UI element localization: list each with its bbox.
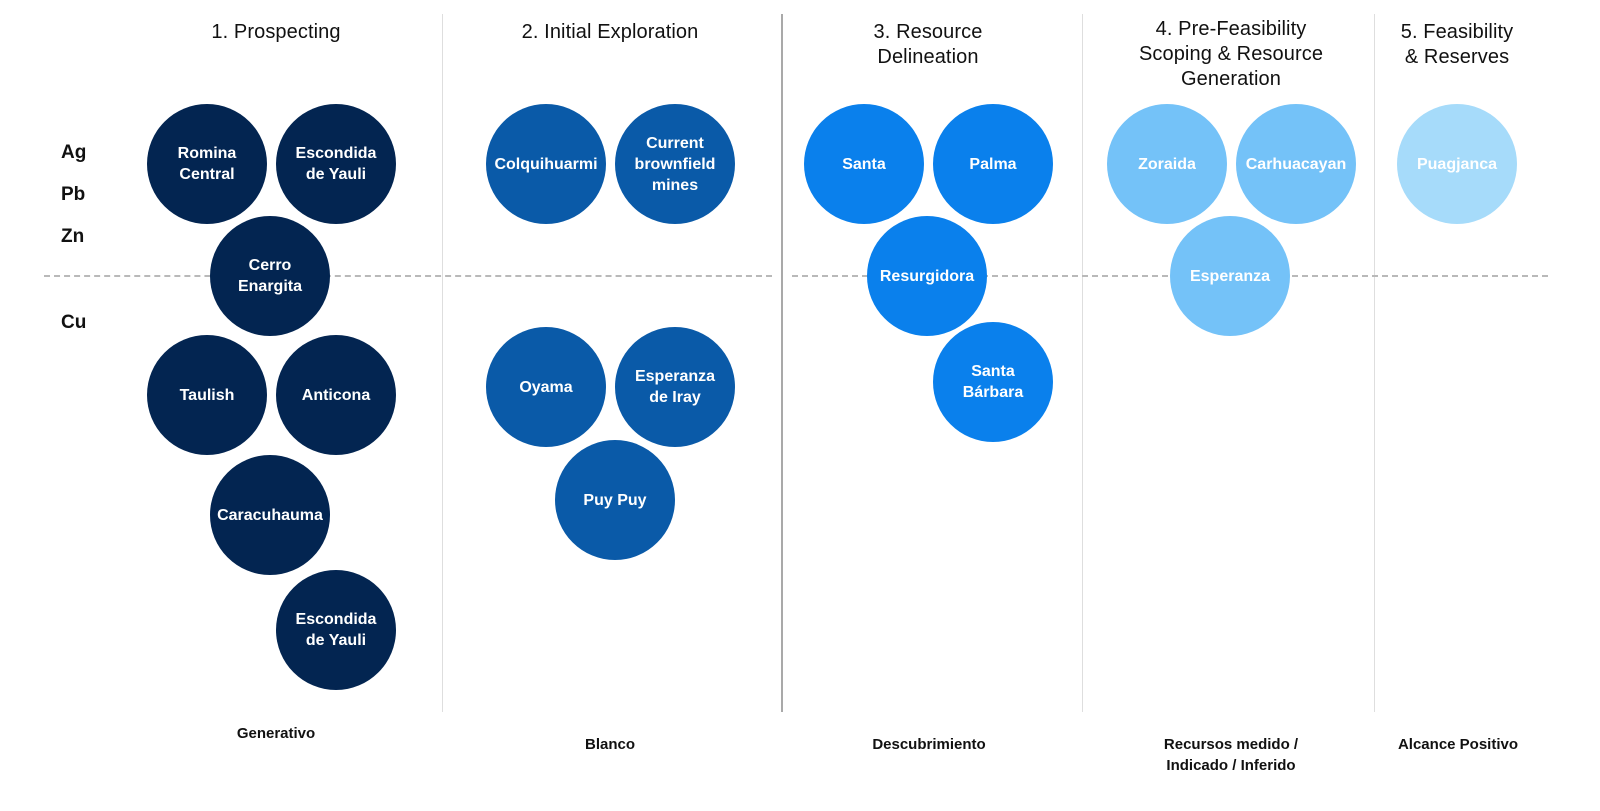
project-bubble: Taulish xyxy=(147,335,267,455)
column-divider xyxy=(442,14,443,712)
project-bubble: Escondida de Yauli xyxy=(276,104,396,224)
metal-label-cu: Cu xyxy=(61,312,87,333)
project-bubble: Carhuacayan xyxy=(1236,104,1356,224)
stage-title-initial-exploration: 2. Initial Exploration xyxy=(521,21,699,43)
metal-label-ag: Ag xyxy=(61,142,87,163)
footer-label-generativo: Generativo xyxy=(236,725,316,742)
stage-title-pre-feasibility: 4. Pre-Feasibility Scoping & Resource Ge… xyxy=(1138,18,1324,90)
project-bubble: Romina Central xyxy=(147,104,267,224)
project-bubble: Colquihuarmi xyxy=(486,104,606,224)
column-divider xyxy=(1082,14,1083,712)
column-divider-main xyxy=(781,14,783,712)
metal-group-separator xyxy=(44,275,772,277)
footer-label-recursos: Recursos medido / Indicado / Inferido xyxy=(1163,736,1299,774)
project-bubble: Palma xyxy=(933,104,1053,224)
project-bubble: Cerro Enargita xyxy=(210,216,330,336)
stage-title-feasibility: 5. Feasibility & Reserves xyxy=(1400,21,1514,68)
project-bubble: Santa xyxy=(804,104,924,224)
project-bubble: Current brownfield mines xyxy=(615,104,735,224)
project-bubble: Resurgidora xyxy=(867,216,987,336)
footer-label-descubrimiento: Descubrimiento xyxy=(872,736,986,753)
project-bubble: Esperanza xyxy=(1170,216,1290,336)
project-bubble: Puy Puy xyxy=(555,440,675,560)
project-bubble: Escondida de Yauli xyxy=(276,570,396,690)
metal-label-pb: Pb xyxy=(61,184,86,205)
footer-label-alcance-positivo: Alcance Positivo xyxy=(1397,736,1519,753)
project-bubble: Zoraida xyxy=(1107,104,1227,224)
metal-label-zn: Zn xyxy=(61,226,85,247)
project-bubble: Oyama xyxy=(486,327,606,447)
project-bubble: Anticona xyxy=(276,335,396,455)
project-bubble: Puagjanca xyxy=(1397,104,1517,224)
project-bubble: Caracuhauma xyxy=(210,455,330,575)
column-divider xyxy=(1374,14,1375,712)
project-bubble: Santa Bárbara xyxy=(933,322,1053,442)
stage-title-prospecting: 1. Prospecting xyxy=(211,21,341,43)
project-bubble: Esperanza de Iray xyxy=(615,327,735,447)
stage-title-resource-delineation: 3. Resource Delineation xyxy=(873,21,983,68)
footer-label-blanco: Blanco xyxy=(584,736,635,753)
